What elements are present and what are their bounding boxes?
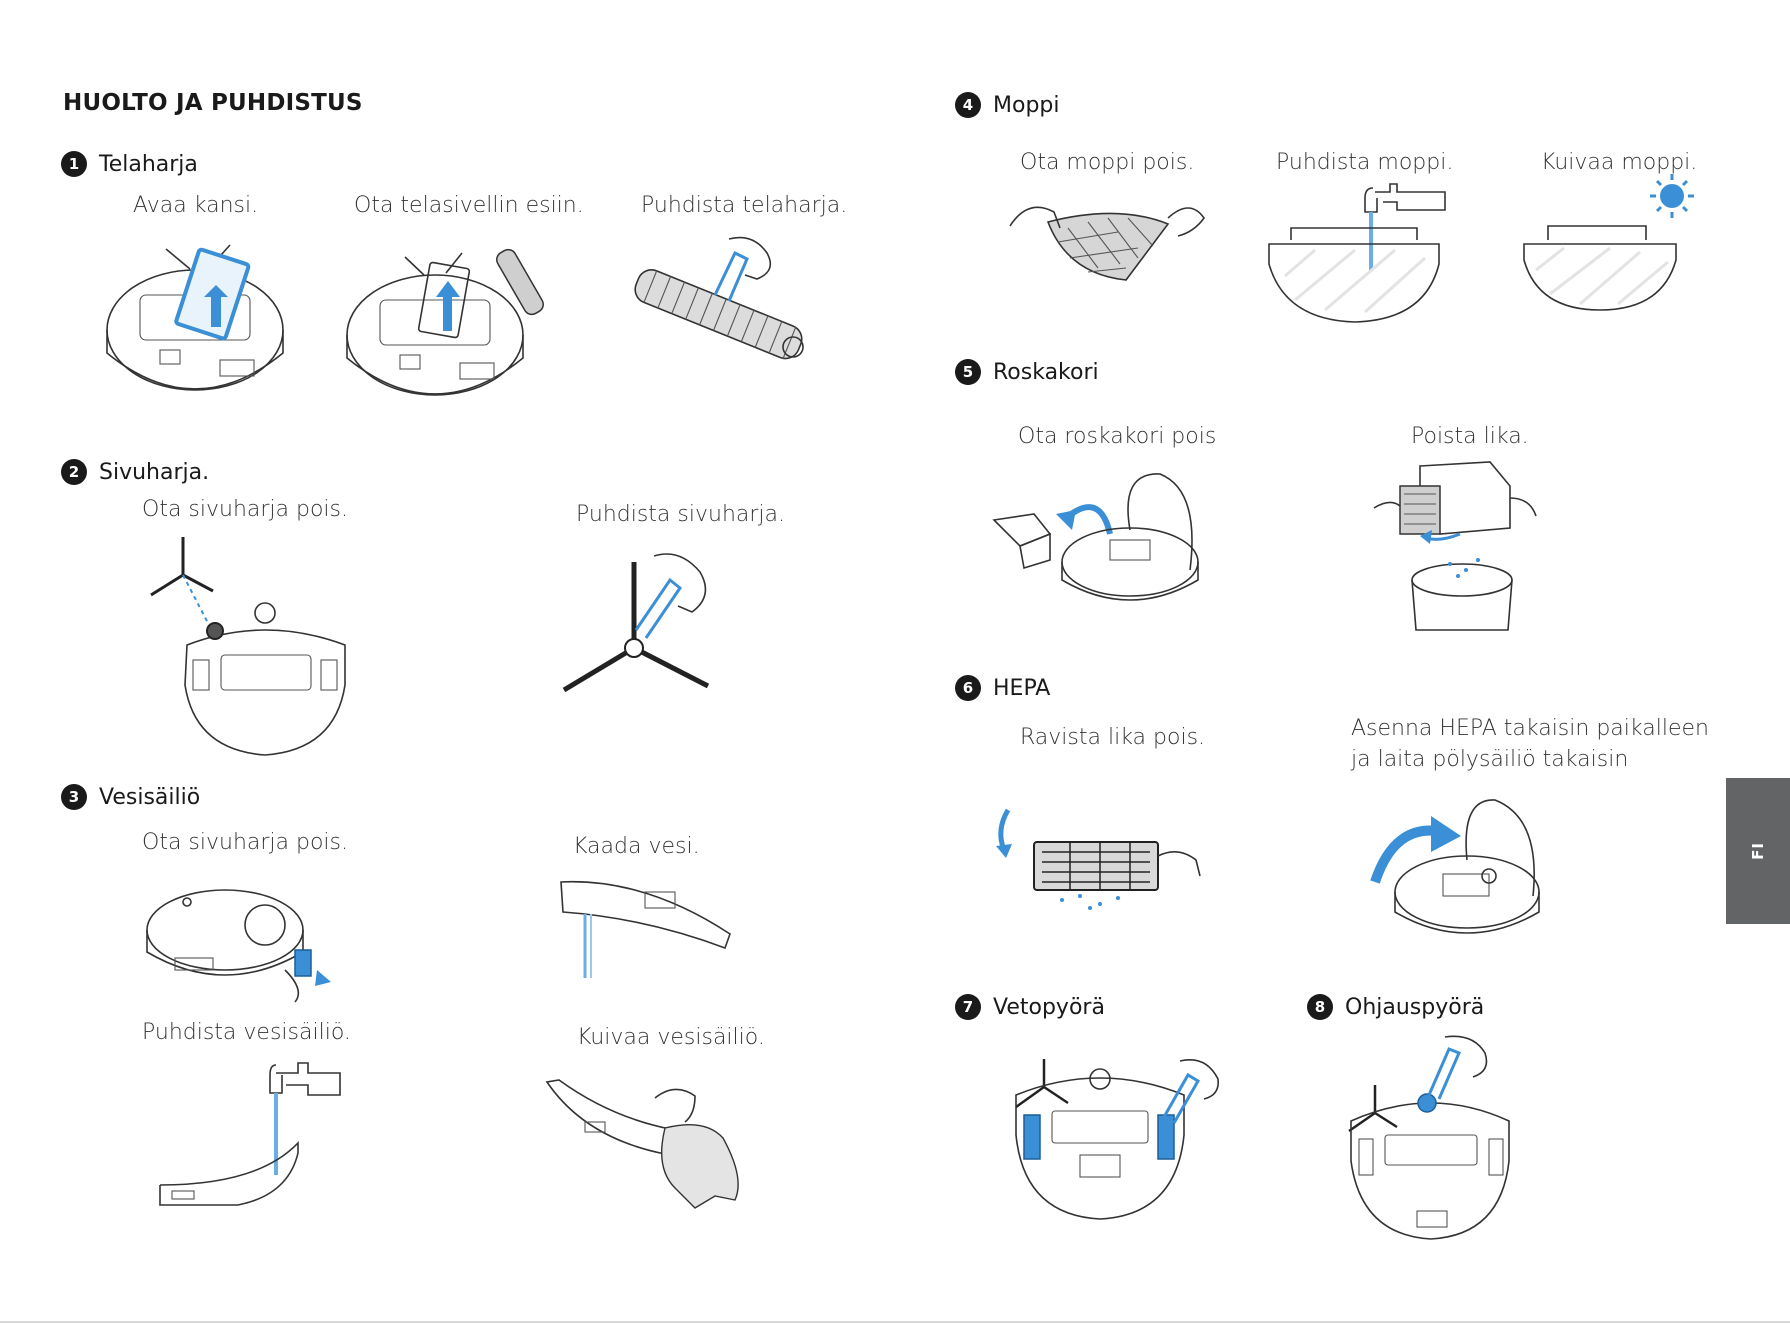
caption-remove-side-brush: Ota sivuharja pois. <box>142 497 349 522</box>
section-heading-roskakori: 5 Roskakori <box>955 359 1099 385</box>
rinse-tank-under-tap-illustration <box>159 1062 341 1206</box>
reinstall-hepa-illustration <box>1370 799 1540 934</box>
rinse-mop-illustration <box>1268 183 1446 323</box>
caption-clean-side-brush: Puhdista sivuharja. <box>576 502 785 527</box>
page-title: HUOLTO JA PUHDISTUS <box>63 90 363 116</box>
step-number-badge: 6 <box>955 675 981 701</box>
language-tab: FI <box>1726 778 1790 924</box>
caption-clean-tank: Puhdista vesisäiliö. <box>142 1020 351 1045</box>
caption-dry-mop: Kuivaa moppi. <box>1541 150 1698 175</box>
caption-open-cover: Avaa kansi. <box>133 193 259 218</box>
side-brush-removal-illustration <box>150 537 346 756</box>
pour-water-illustration <box>560 880 731 978</box>
section-heading-telaharja: 1 Telaharja <box>61 151 198 177</box>
section-title: Ohjauspyörä <box>1345 994 1485 1020</box>
dry-mop-illustration <box>1523 174 1694 311</box>
caption-reinstall-dustbin: ja laita pölysäiliö takaisin <box>1351 747 1629 772</box>
section-title: Sivuharja. <box>99 459 210 485</box>
robot-tank-removal-illustration <box>146 889 331 1003</box>
caption-clean-mop: Puhdista moppi. <box>1276 150 1454 175</box>
clean-main-brush-illustration <box>634 236 804 360</box>
section-heading-ohjauspyora: 8 Ohjauspyörä <box>1307 994 1484 1020</box>
step-number-badge: 5 <box>955 359 981 385</box>
robot-brush-removal-illustration <box>346 248 544 396</box>
robot-open-cover-illustration <box>106 244 284 391</box>
remove-mop-illustration <box>1009 206 1205 281</box>
caption-clean-main-brush: Puhdista telaharja. <box>641 193 848 218</box>
caption-remove-dustbin: Ota roskakori pois <box>1018 424 1217 449</box>
section-heading-vetopyora: 7 Vetopyörä <box>955 994 1105 1020</box>
section-title: Vetopyörä <box>993 994 1105 1020</box>
step-number-badge: 4 <box>955 92 981 118</box>
caption-shake-dirt: Ravista lika pois. <box>1020 725 1206 750</box>
caption-dry-tank: Kuivaa vesisäiliö. <box>577 1025 765 1050</box>
remove-dustbin-illustration <box>992 473 1199 601</box>
caption-reinstall-hepa: Asenna HEPA takaisin paikalleen <box>1351 716 1709 741</box>
section-title: Vesisäiliö <box>99 784 201 810</box>
section-heading-sivuharja: 2 Sivuharja. <box>61 459 209 485</box>
caption-take-out-brush: Ota telasivellin esiin. <box>354 193 584 218</box>
caster-wheel-cleaning-illustration <box>1348 1035 1510 1240</box>
caption-remove-mop: Ota moppi pois. <box>1020 150 1195 175</box>
shake-hepa-filter-illustration <box>996 808 1201 910</box>
step-number-badge: 7 <box>955 994 981 1020</box>
dry-tank-with-cloth-illustration <box>545 1079 739 1209</box>
section-title: Telaharja <box>99 151 198 177</box>
section-heading-hepa: 6 HEPA <box>955 675 1050 701</box>
clean-side-brush-illustration <box>562 553 710 693</box>
section-heading-vesisailio: 3 Vesisäiliö <box>61 784 200 810</box>
caption-remove-tank: Ota sivuharja pois. <box>142 830 349 855</box>
section-title: Moppi <box>993 92 1060 118</box>
step-number-badge: 3 <box>61 784 87 810</box>
empty-dustbin-illustration <box>1373 461 1537 631</box>
caption-pour-water: Kaada vesi. <box>573 834 700 859</box>
caption-remove-dirt: Poista lika. <box>1411 424 1529 449</box>
language-tab-label: FI <box>1748 842 1767 860</box>
step-number-badge: 2 <box>61 459 87 485</box>
bottom-divider <box>0 1321 1790 1323</box>
section-heading-moppi: 4 Moppi <box>955 92 1059 118</box>
drive-wheel-cleaning-illustration <box>1015 1059 1220 1220</box>
step-number-badge: 8 <box>1307 994 1333 1020</box>
step-number-badge: 1 <box>61 151 87 177</box>
section-title: HEPA <box>993 675 1051 701</box>
section-title: Roskakori <box>993 359 1099 385</box>
